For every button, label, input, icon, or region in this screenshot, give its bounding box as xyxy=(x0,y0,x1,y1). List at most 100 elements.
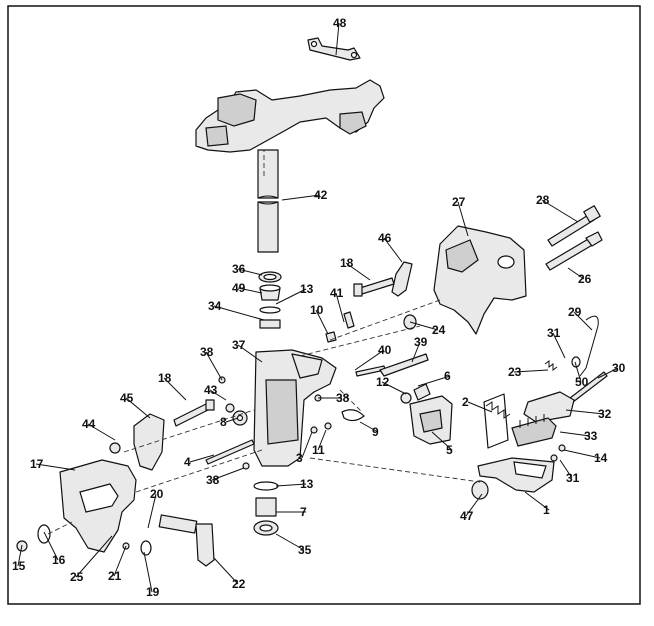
callout-17: 17 xyxy=(30,457,76,471)
callout-leader-line xyxy=(113,545,127,577)
callout-28: 28 xyxy=(536,193,579,223)
callout-number: 45 xyxy=(120,391,134,405)
callout-leader-line xyxy=(43,531,59,561)
callout-number: 2 xyxy=(462,395,469,409)
callout-leader-line xyxy=(597,367,619,379)
callout-number: 19 xyxy=(146,585,160,599)
callout-leader-line xyxy=(189,454,215,463)
callout-leader-line xyxy=(125,397,151,419)
callout-22: 22 xyxy=(213,557,246,591)
callout-31a: 31 xyxy=(547,326,566,359)
callout-number: 13 xyxy=(300,477,314,491)
callout-13a: 13 xyxy=(275,282,314,305)
callout-10: 10 xyxy=(310,303,329,335)
callout-38c: 38 xyxy=(206,467,245,487)
callout-number: 15 xyxy=(12,559,26,573)
callout-leader-line xyxy=(559,431,591,437)
callout-leader-line xyxy=(237,344,263,363)
callout-leader-line xyxy=(335,22,340,56)
callout-leader-line xyxy=(225,417,239,423)
callout-21: 21 xyxy=(108,545,127,583)
callout-number: 20 xyxy=(150,487,164,501)
callout-leader-line xyxy=(237,287,263,294)
callout-number: 4 xyxy=(184,455,191,469)
callout-leader-line xyxy=(565,409,605,415)
callout-leader-line xyxy=(275,483,307,487)
callout-25: 25 xyxy=(70,535,113,584)
callout-number: 13 xyxy=(300,282,314,296)
callout-3: 3 xyxy=(296,431,313,465)
callout-leader-line xyxy=(87,423,116,441)
callout-18a: 18 xyxy=(340,256,371,281)
callout-31b: 31 xyxy=(559,459,580,485)
callout-36: 36 xyxy=(232,262,263,276)
callout-5: 5 xyxy=(431,431,453,457)
callout-leader-line xyxy=(281,194,321,201)
callout-11: 11 xyxy=(312,429,327,457)
callout-leader-line xyxy=(35,463,76,471)
callout-number: 10 xyxy=(310,303,324,317)
callout-number: 7 xyxy=(300,505,307,519)
callout-38a: 38 xyxy=(200,345,223,381)
callout-leader-line xyxy=(275,533,305,551)
callout-number: 50 xyxy=(575,375,589,389)
callout-leader-line xyxy=(315,309,329,335)
callout-leader-line xyxy=(237,268,263,276)
callout-18b: 18 xyxy=(158,371,187,401)
parts-drawing xyxy=(16,37,608,567)
callout-50: 50 xyxy=(574,361,589,389)
callout-number: 34 xyxy=(208,299,222,313)
callout-leader-line xyxy=(147,493,157,529)
callout-leader-line xyxy=(541,199,579,223)
callout-leader-line xyxy=(457,201,469,237)
callout-number: 11 xyxy=(312,443,325,457)
callout-leader-line xyxy=(75,535,113,578)
callout-15: 15 xyxy=(12,544,26,573)
callout-leader-line xyxy=(213,557,239,585)
callout-23: 23 xyxy=(508,365,549,379)
callout-33: 33 xyxy=(559,429,598,443)
callout-leader-line xyxy=(381,381,407,395)
callout-number: 48 xyxy=(333,16,347,30)
callout-number: 47 xyxy=(460,509,474,523)
callout-number: 31 xyxy=(566,471,580,485)
callout-number: 22 xyxy=(232,577,246,591)
callout-27: 27 xyxy=(452,195,469,237)
callout-leader-line xyxy=(359,421,379,433)
callout-leader-line xyxy=(524,491,550,511)
callout-number: 12 xyxy=(376,375,390,389)
callout-number: 42 xyxy=(314,188,328,202)
callout-number: 49 xyxy=(232,281,246,295)
callout-43: 43 xyxy=(204,383,227,401)
callout-48: 48 xyxy=(333,16,347,56)
callout-number: 26 xyxy=(578,272,592,286)
callout-number: 9 xyxy=(372,425,379,439)
callout-number: 35 xyxy=(298,543,312,557)
callout-leader-line xyxy=(573,311,593,331)
callout-number: 17 xyxy=(30,457,44,471)
callout-leader-line xyxy=(211,467,245,481)
callout-number: 27 xyxy=(452,195,466,209)
callout-number: 18 xyxy=(340,256,354,270)
callout-number: 18 xyxy=(158,371,172,385)
callout-12: 12 xyxy=(376,375,407,395)
callout-leader-line xyxy=(574,361,582,383)
callout-number: 38 xyxy=(200,345,214,359)
callout-leader-line xyxy=(563,449,601,459)
callout-leader-line xyxy=(205,351,223,381)
callout-26: 26 xyxy=(567,267,592,286)
diagram-frame xyxy=(7,5,641,605)
callout-leader-line xyxy=(143,551,153,593)
callout-2: 2 xyxy=(462,395,493,413)
callout-6: 6 xyxy=(417,369,451,387)
callout-35: 35 xyxy=(275,533,312,557)
callout-number: 1 xyxy=(543,503,550,517)
callout-45: 45 xyxy=(120,391,151,419)
callout-40: 40 xyxy=(354,343,392,371)
callout-34: 34 xyxy=(208,299,265,321)
callout-number: 44 xyxy=(82,417,96,431)
callout-leader-line xyxy=(17,544,23,567)
callout-leader-line xyxy=(409,321,439,331)
callout-42: 42 xyxy=(281,188,328,202)
